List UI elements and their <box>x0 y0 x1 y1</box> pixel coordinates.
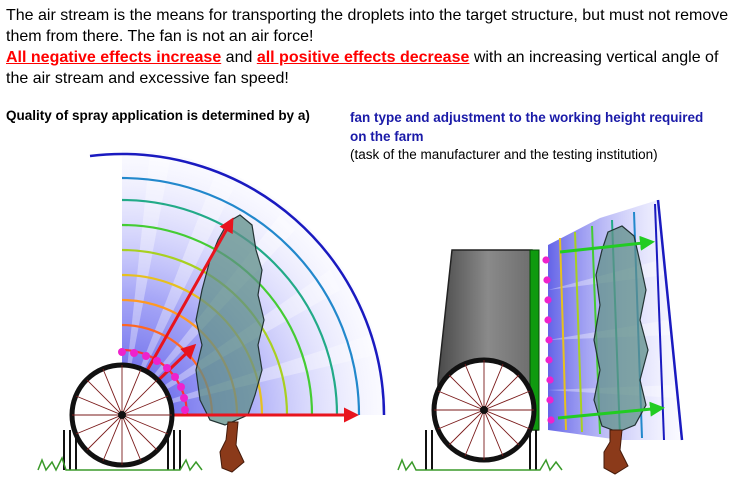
fan-outlet <box>529 249 540 431</box>
right-tree-canopy <box>593 225 649 433</box>
intro-text: The air stream is the means for transpor… <box>6 5 730 89</box>
negative-effects-text: All negative effects increase <box>6 49 222 66</box>
right-tree-trunk <box>603 429 629 475</box>
left-droplets <box>118 348 189 414</box>
left-wheel <box>63 362 181 470</box>
left-tree-trunk <box>219 421 245 473</box>
and-text: and <box>221 49 257 66</box>
right-wheel <box>425 357 537 470</box>
intro-line1: The air stream is the means for transpor… <box>6 7 729 45</box>
right-sprayer-diagram <box>397 199 684 475</box>
left-sprayer-diagram <box>37 150 387 473</box>
left-grass <box>37 456 203 472</box>
positive-effects-text: all positive effects decrease <box>256 49 470 66</box>
manufacturer-note: (task of the manufacturer and the testin… <box>350 147 658 162</box>
right-droplets <box>542 256 555 424</box>
fan-type-title: fan type and adjustment to the working h… <box>350 110 704 144</box>
right-arrow-bottom <box>557 401 665 420</box>
intro-rest: with an increasing vertical angle of the… <box>6 49 719 87</box>
right-arrow-top <box>559 235 655 254</box>
right-grass <box>397 457 563 472</box>
quality-label: Quality of spray application is determin… <box>6 108 310 123</box>
